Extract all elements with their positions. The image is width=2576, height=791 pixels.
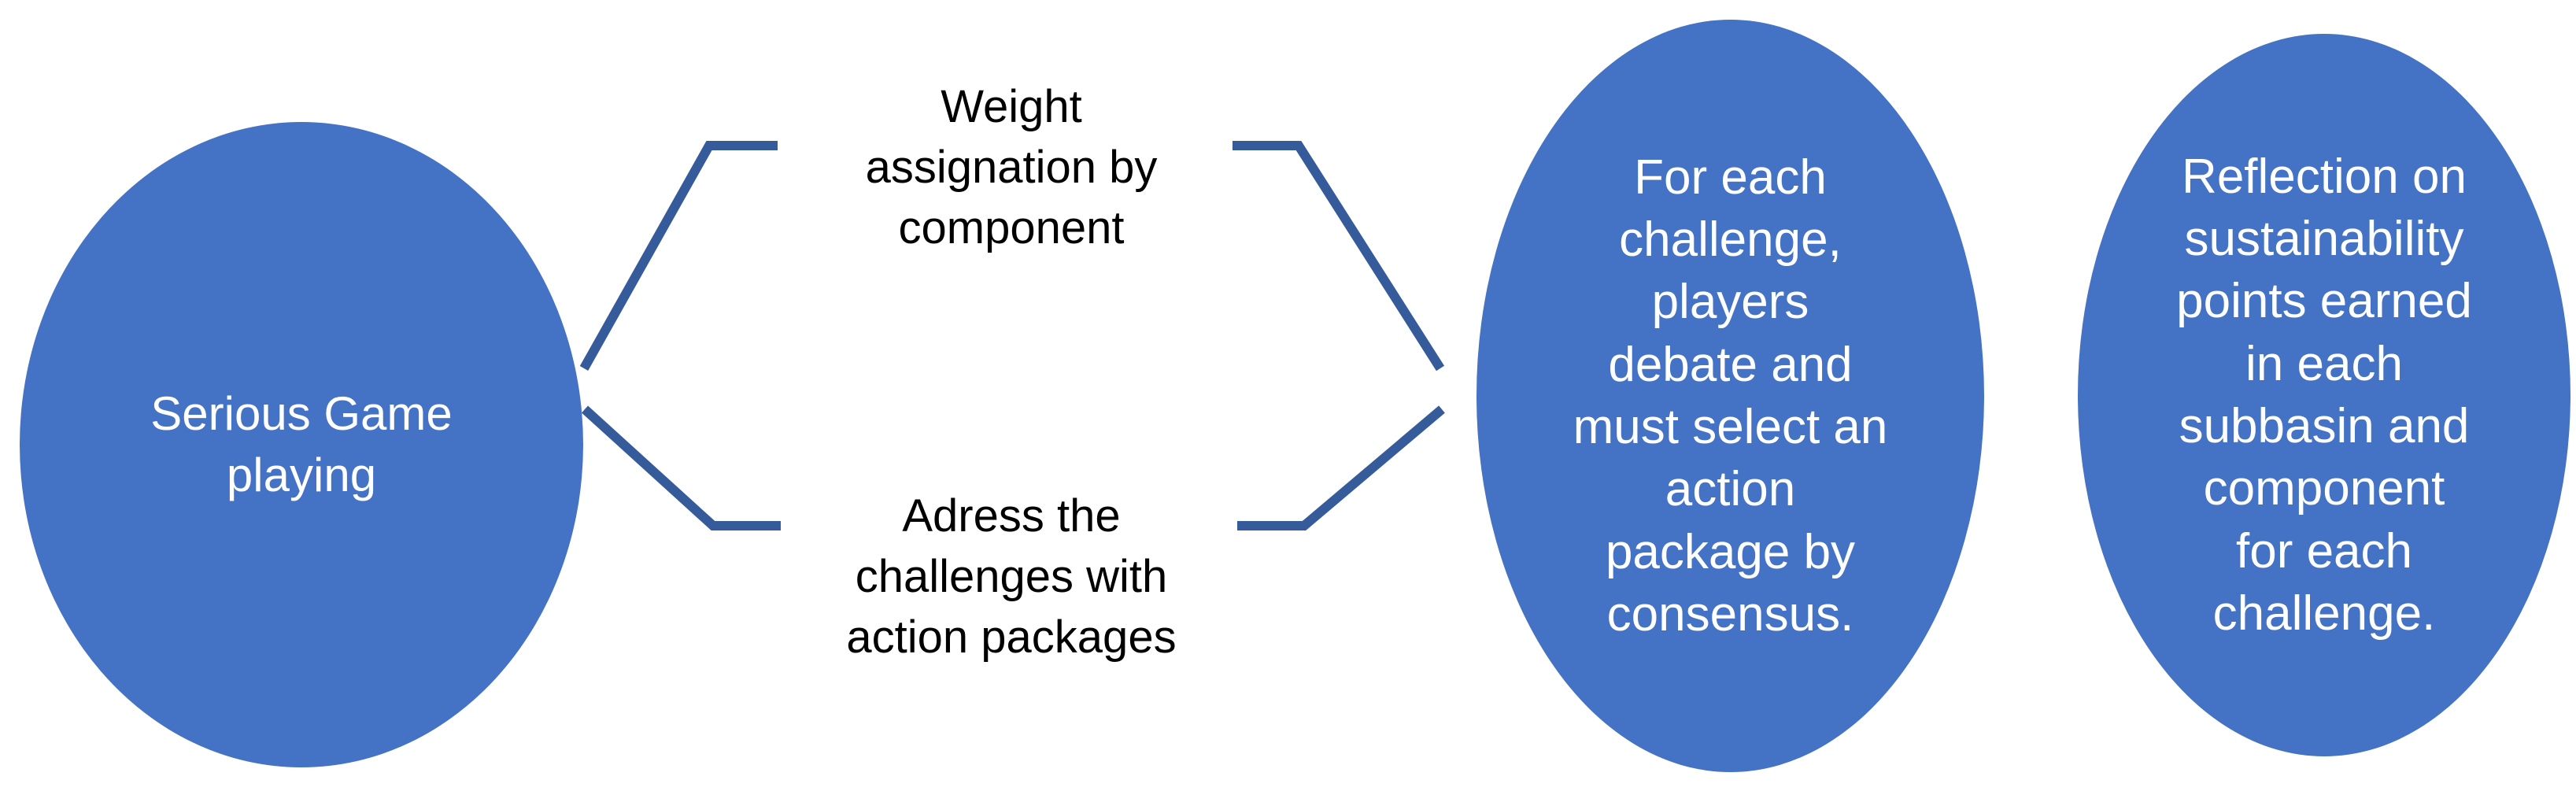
connector-upper-right <box>1233 141 1445 371</box>
connector-lower-right <box>1237 405 1445 530</box>
edge-label-weight-assignation-text: Weight assignation by component <box>865 81 1158 254</box>
node-debate[interactable]: For each challenge, players debate and m… <box>1476 20 1984 772</box>
connector-lower-left <box>581 405 781 530</box>
node-reflection[interactable]: Reflection on sustainability points earn… <box>2078 34 2570 756</box>
node-debate-label: For each challenge, players debate and m… <box>1573 150 1888 642</box>
node-serious-game[interactable]: Serious Game playing <box>20 122 583 767</box>
edge-label-address-challenges: Adress the challenges with action packag… <box>771 425 1251 668</box>
edge-label-address-challenges-text: Adress the challenges with action packag… <box>846 490 1177 663</box>
connector-upper-left <box>579 141 778 371</box>
edge-label-weight-assignation: Weight assignation by component <box>803 16 1220 259</box>
node-serious-game-label: Serious Game playing <box>150 387 453 501</box>
node-reflection-label: Reflection on sustainability points earn… <box>2176 149 2472 641</box>
